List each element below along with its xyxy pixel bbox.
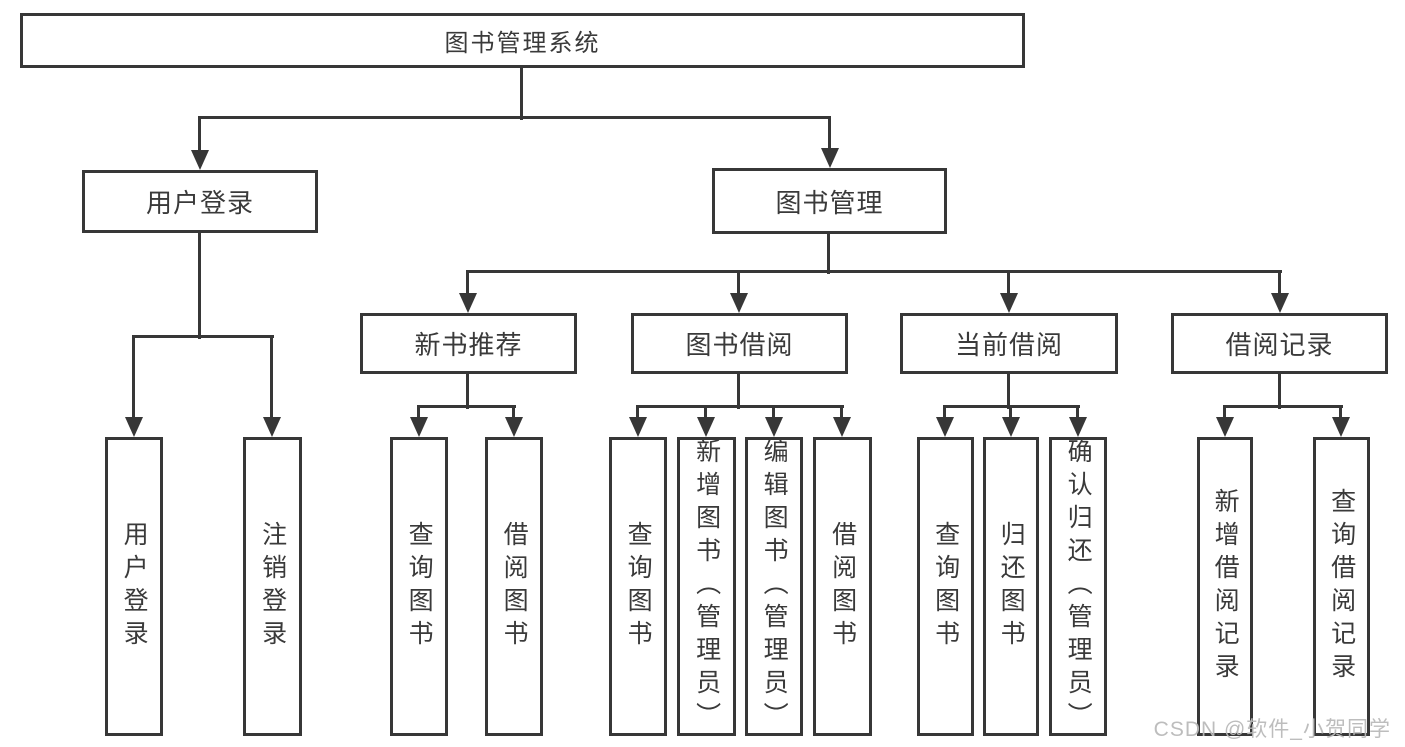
connector-vertical-line <box>1278 374 1281 409</box>
connector-horizontal-line <box>133 335 274 338</box>
connector-horizontal-line <box>418 405 516 408</box>
node-new-book-recommend: 新书推荐 <box>360 313 577 374</box>
node-label: 查询图书 <box>624 520 653 653</box>
node-login-user: 用户登录 <box>105 437 163 736</box>
arrowhead-down-icon <box>505 417 523 437</box>
arrowhead-down-icon <box>629 417 647 437</box>
node-records-query-record: 查询借阅记录 <box>1313 437 1370 736</box>
connector-vertical-line <box>1007 374 1010 409</box>
arrow-shaft-line <box>1339 405 1342 419</box>
node-borrow-lend-book: 借阅图书 <box>813 437 872 736</box>
node-current-query-book: 查询图书 <box>917 437 974 736</box>
node-label: 用户登录 <box>120 520 149 653</box>
arrow-shaft-line <box>1076 405 1079 419</box>
arrowhead-down-icon <box>833 417 851 437</box>
arrowhead-down-icon <box>1332 417 1350 437</box>
arrow-shaft-line <box>828 116 831 150</box>
arrowhead-down-icon <box>765 417 783 437</box>
node-label: 图书管理系统 <box>444 30 601 57</box>
node-current-borrow: 当前借阅 <box>900 313 1118 374</box>
connector-horizontal-line <box>199 116 831 119</box>
arrow-shaft-line <box>270 335 273 419</box>
arrow-shaft-line <box>132 335 135 419</box>
node-borrow-query-book: 查询图书 <box>609 437 667 736</box>
connector-horizontal-line <box>944 405 1080 408</box>
connector-horizontal-line <box>637 405 844 408</box>
node-label: 图书借阅 <box>685 330 794 360</box>
arrowhead-down-icon <box>936 417 954 437</box>
csdn-watermark: CSDN @软件_小贺同学 <box>1153 718 1391 741</box>
node-login-logout: 注销登录 <box>243 437 302 736</box>
node-label: 借阅记录 <box>1225 330 1334 360</box>
connector-vertical-line <box>737 374 740 409</box>
arrow-shaft-line <box>943 405 946 419</box>
node-book-management: 图书管理 <box>712 168 947 234</box>
arrowhead-down-icon <box>1002 417 1020 437</box>
node-label: 新书推荐 <box>414 330 523 360</box>
arrow-shaft-line <box>466 270 469 295</box>
node-current-confirm-return: 确认归还（管理员） <box>1049 437 1107 736</box>
arrow-shaft-line <box>840 405 843 419</box>
arrow-shaft-line <box>1007 270 1010 295</box>
arrow-shaft-line <box>1223 405 1226 419</box>
arrow-shaft-line <box>737 270 740 295</box>
node-label: 确认归还（管理员） <box>1064 438 1093 735</box>
node-label: 查询图书 <box>931 520 960 653</box>
arrowhead-down-icon <box>191 150 209 170</box>
arrow-shaft-line <box>512 405 515 419</box>
arrowhead-down-icon <box>730 293 748 313</box>
connector-vertical-line <box>520 68 523 120</box>
node-label: 借阅图书 <box>500 520 529 653</box>
arrowhead-down-icon <box>1271 293 1289 313</box>
node-label: 查询借阅记录 <box>1327 487 1356 686</box>
node-label: 注销登录 <box>258 520 287 653</box>
node-recommend-query-book: 查询图书 <box>390 437 448 736</box>
node-current-return-book: 归还图书 <box>983 437 1039 736</box>
arrowhead-down-icon <box>263 417 281 437</box>
node-label: 当前借阅 <box>954 330 1063 360</box>
arrowhead-down-icon <box>125 417 143 437</box>
node-book-borrow: 图书借阅 <box>631 313 848 374</box>
arrowhead-down-icon <box>459 293 477 313</box>
node-label: 查询图书 <box>405 520 434 653</box>
node-borrow-add-book: 新增图书（管理员） <box>677 437 736 736</box>
connector-horizontal-line <box>1224 405 1343 408</box>
arrowhead-down-icon <box>1216 417 1234 437</box>
node-recommend-borrow-book: 借阅图书 <box>485 437 543 736</box>
node-label: 新增图书（管理员） <box>692 438 721 735</box>
connector-vertical-line <box>466 374 469 409</box>
node-label: 图书管理 <box>775 187 884 218</box>
arrow-shaft-line <box>1009 405 1012 419</box>
node-label: 新增借阅记录 <box>1211 487 1240 686</box>
arrowhead-down-icon <box>1069 417 1087 437</box>
connector-vertical-line <box>827 234 830 274</box>
arrowhead-down-icon <box>821 148 839 168</box>
arrow-shaft-line <box>704 405 707 419</box>
arrow-shaft-line <box>1278 270 1281 295</box>
node-root: 图书管理系统 <box>20 13 1025 68</box>
arrow-shaft-line <box>417 405 420 419</box>
node-records-add-record: 新增借阅记录 <box>1197 437 1253 736</box>
node-label: 归还图书 <box>997 520 1026 653</box>
node-user-login: 用户登录 <box>82 170 318 233</box>
arrowhead-down-icon <box>697 417 715 437</box>
arrow-shaft-line <box>198 116 201 152</box>
node-borrow-records: 借阅记录 <box>1171 313 1388 374</box>
connector-horizontal-line <box>467 270 1282 273</box>
arrow-shaft-line <box>636 405 639 419</box>
node-borrow-edit-book: 编辑图书（管理员） <box>745 437 803 736</box>
arrow-shaft-line <box>772 405 775 419</box>
node-label: 用户登录 <box>145 188 254 218</box>
arrowhead-down-icon <box>1000 293 1018 313</box>
node-label: 编辑图书（管理员） <box>760 438 789 735</box>
connector-vertical-line <box>198 233 201 339</box>
node-label: 借阅图书 <box>828 520 857 653</box>
arrowhead-down-icon <box>410 417 428 437</box>
